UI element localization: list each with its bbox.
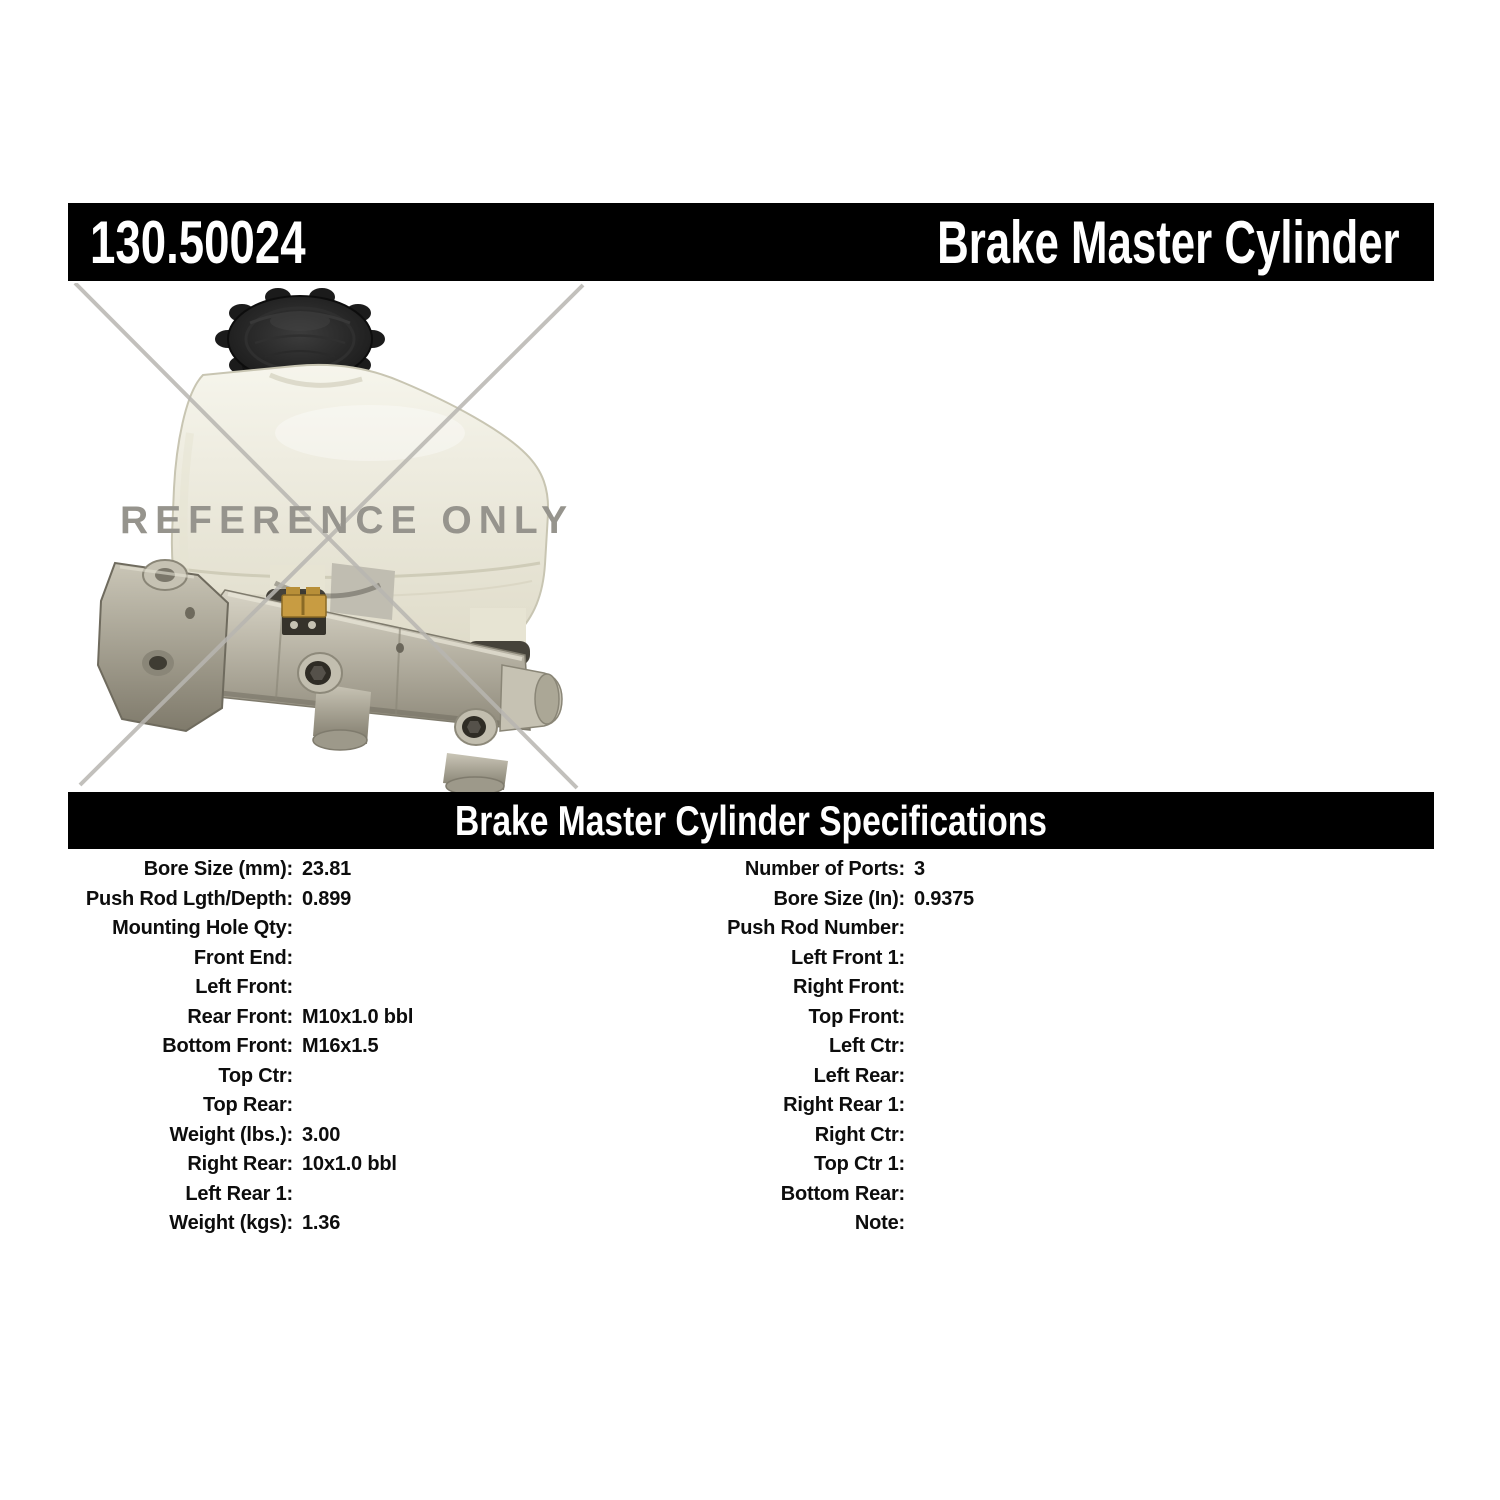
spec-row-right-front: Right Front: (680, 973, 974, 1003)
product-photo-svg (73, 283, 585, 793)
spec-label: Weight (lbs.): (169, 1123, 294, 1146)
page-title: Brake Master Cylinder (937, 208, 1400, 276)
spec-row-left-rear: Left Rear: (680, 1062, 974, 1092)
spec-row-note: Note: (680, 1209, 974, 1239)
spec-value: 23.81 (302, 858, 352, 881)
brake-line-port-right (443, 708, 508, 793)
spec-label: Left Rear: (813, 1064, 906, 1087)
spec-row-rear-front: Rear Front: M10x1.0 bbl (68, 1003, 413, 1033)
spec-row-left-front: Left Front: (68, 973, 413, 1003)
spec-value: 0.9375 (914, 887, 974, 910)
spec-label: Top Ctr: (218, 1064, 293, 1087)
spec-row-top-rear: Top Rear: (68, 1091, 413, 1121)
specifications-bar: Brake Master Cylinder Specifications (68, 792, 1434, 849)
spec-label: Right Rear 1: (783, 1094, 905, 1117)
spec-row-left-ctr: Left Ctr: (680, 1032, 974, 1062)
spec-label: Left Ctr: (829, 1035, 905, 1058)
spec-label: Mounting Hole Qty: (112, 917, 293, 940)
specifications-title: Brake Master Cylinder Specifications (455, 796, 1047, 844)
spec-row-mounting-hole-qty: Mounting Hole Qty: (68, 914, 413, 944)
spec-row-bottom-rear: Bottom Rear: (680, 1180, 974, 1210)
spec-value: 1.36 (302, 1212, 341, 1235)
spec-label: Note: (854, 1212, 905, 1235)
reference-only-watermark: REFERENCE ONLY (120, 499, 575, 542)
spec-label: Top Ctr 1: (814, 1153, 905, 1176)
spec-row-left-rear-1: Left Rear 1: (68, 1180, 413, 1210)
spec-row-bottom-front: Bottom Front: M16x1.5 (68, 1032, 413, 1062)
spec-value: M10x1.0 bbl (302, 1005, 414, 1028)
mounting-flange (96, 559, 230, 733)
spec-label: Push Rod Lgth/Depth: (85, 887, 293, 910)
x-watermark-line-1 (73, 283, 579, 790)
brake-line-port-center (297, 652, 371, 751)
product-photo: REFERENCE ONLY (70, 283, 630, 793)
spec-value: 0.899 (302, 887, 352, 910)
spec-label: Left Front 1: (790, 946, 905, 969)
spec-row-top-ctr: Top Ctr: (68, 1062, 413, 1092)
part-number: 130.50024 (90, 208, 306, 276)
spec-row-number-of-ports: Number of Ports: 3 (680, 855, 974, 885)
spec-column-right: Number of Ports: 3 Bore Size (In): 0.937… (680, 855, 974, 1239)
spec-label: Right Rear: (187, 1153, 293, 1176)
spec-row-top-front: Top Front: (680, 1003, 974, 1033)
spec-value: 3 (914, 858, 925, 881)
spec-label: Bore Size (mm): (143, 858, 293, 881)
spec-column-left: Bore Size (mm): 23.81 Push Rod Lgth/Dept… (68, 855, 413, 1239)
spec-row-push-rod-lgth: Push Rod Lgth/Depth: 0.899 (68, 885, 413, 915)
spec-label: Front End: (193, 946, 293, 969)
spec-label: Push Rod Number: (727, 917, 905, 940)
spec-label: Bore Size (In): (773, 887, 906, 910)
spec-row-right-rear: Right Rear: 10x1.0 bbl (68, 1150, 413, 1180)
spec-label: Rear Front: (187, 1005, 293, 1028)
spec-row-weight-lbs: Weight (lbs.): 3.00 (68, 1121, 413, 1151)
spec-row-left-front-1: Left Front 1: (680, 944, 974, 974)
spec-label: Right Ctr: (814, 1123, 905, 1146)
spec-label: Left Rear 1: (185, 1182, 293, 1205)
spec-label: Weight (kgs): (169, 1212, 293, 1235)
spec-value: 10x1.0 bbl (302, 1153, 397, 1176)
spec-label: Bottom Front: (162, 1035, 293, 1058)
spec-row-right-ctr: Right Ctr: (680, 1121, 974, 1151)
spec-value: M16x1.5 (302, 1035, 379, 1058)
spec-row-top-ctr-1: Top Ctr 1: (680, 1150, 974, 1180)
spec-label: Left Front: (195, 976, 293, 999)
spec-row-bore-size-in: Bore Size (In): 0.9375 (680, 885, 975, 915)
mounting-bracket (330, 563, 395, 620)
spec-value: 3.00 (302, 1123, 341, 1146)
x-watermark-line-2 (78, 283, 585, 787)
spec-row-push-rod-number: Push Rod Number: (680, 914, 974, 944)
spec-row-bore-size-mm: Bore Size (mm): 23.81 (68, 855, 413, 885)
sensor-connector (281, 587, 327, 635)
spec-row-right-rear-1: Right Rear 1: (680, 1091, 974, 1121)
spec-row-weight-kgs: Weight (kgs): 1.36 (68, 1209, 413, 1239)
spec-label: Bottom Rear: (780, 1182, 905, 1205)
spec-label: Top Front: (808, 1005, 906, 1028)
spec-label: Right Front: (792, 976, 905, 999)
cylinder-end-cap (499, 664, 563, 732)
spec-row-front-end: Front End: (68, 944, 413, 974)
header-bar: 130.50024 Brake Master Cylinder (68, 203, 1434, 281)
spec-label: Number of Ports: (744, 858, 905, 881)
spec-label: Top Rear: (202, 1094, 293, 1117)
